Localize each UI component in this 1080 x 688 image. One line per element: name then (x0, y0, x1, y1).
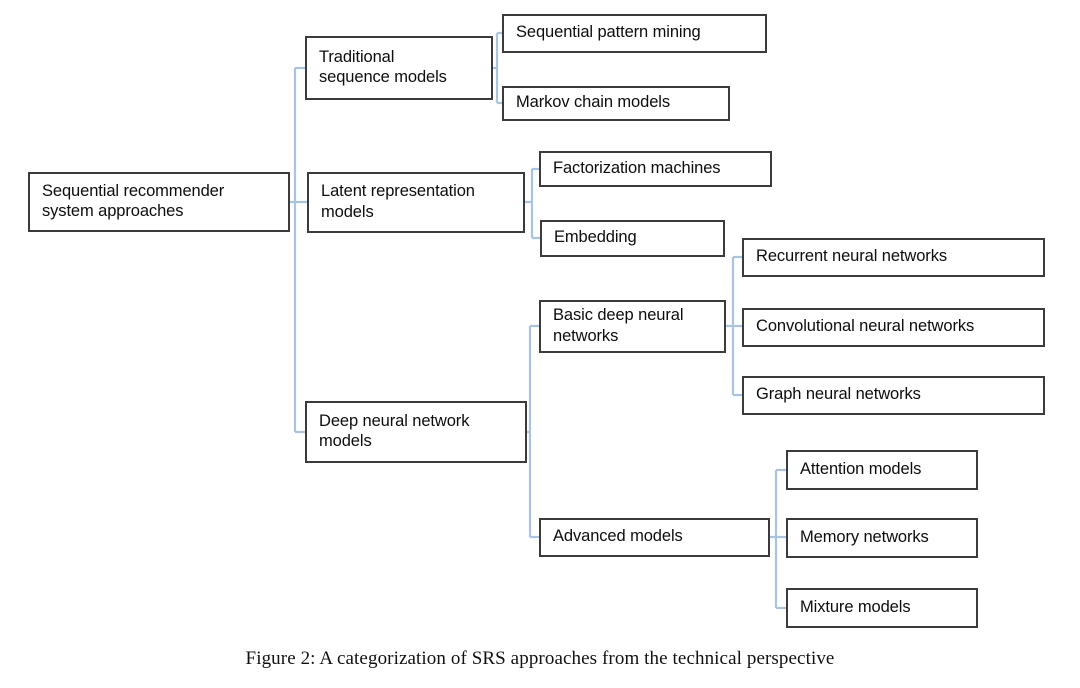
node-factorization-machines[interactable]: Factorization machines (539, 151, 772, 187)
node-label: Attention models (800, 459, 922, 478)
node-label: Sequential pattern mining (516, 23, 701, 42)
node-markov-chain-models[interactable]: Markov chain models (502, 86, 730, 121)
node-latent-representation-models[interactable]: Latent representation models (307, 172, 525, 233)
node-mixture-models[interactable]: Mixture models (786, 588, 978, 628)
node-sequential-recommender-system-approaches[interactable]: Sequential recommender system approaches (28, 172, 290, 232)
node-label: Mixture models (800, 597, 911, 616)
figure-caption: Figure 2: A categorization of SRS approa… (245, 648, 835, 669)
node-advanced-models[interactable]: Advanced models (539, 518, 770, 557)
node-graph-neural-networks[interactable]: Graph neural networks (742, 376, 1045, 415)
node-label: Markov chain models (516, 93, 670, 112)
node-label: Sequential recommender system approaches (42, 181, 225, 220)
node-label: Basic deep neural networks (553, 306, 684, 345)
node-attention-models[interactable]: Attention models (786, 450, 978, 490)
node-recurrent-neural-networks[interactable]: Recurrent neural networks (742, 238, 1045, 277)
node-label: Embedding (554, 228, 637, 247)
node-label: Convolutional neural networks (756, 317, 975, 336)
node-label: Latent representation models (321, 182, 475, 221)
node-deep-neural-network-models[interactable]: Deep neural network models (305, 401, 527, 463)
node-label: Graph neural networks (756, 385, 921, 404)
node-convolutional-neural-networks[interactable]: Convolutional neural networks (742, 308, 1045, 347)
node-label: Factorization machines (553, 158, 721, 177)
node-embedding[interactable]: Embedding (540, 220, 725, 257)
node-label: Advanced models (553, 527, 683, 546)
node-sequential-pattern-mining[interactable]: Sequential pattern mining (502, 14, 767, 53)
node-memory-networks[interactable]: Memory networks (786, 518, 978, 558)
node-label: Traditional sequence models (319, 47, 447, 86)
node-label: Memory networks (800, 527, 929, 546)
node-label: Deep neural network models (319, 411, 470, 450)
node-basic-deep-neural-networks[interactable]: Basic deep neural networks (539, 300, 726, 353)
node-label: Recurrent neural networks (756, 247, 948, 266)
node-traditional-sequence-models[interactable]: Traditional sequence models (305, 36, 493, 100)
